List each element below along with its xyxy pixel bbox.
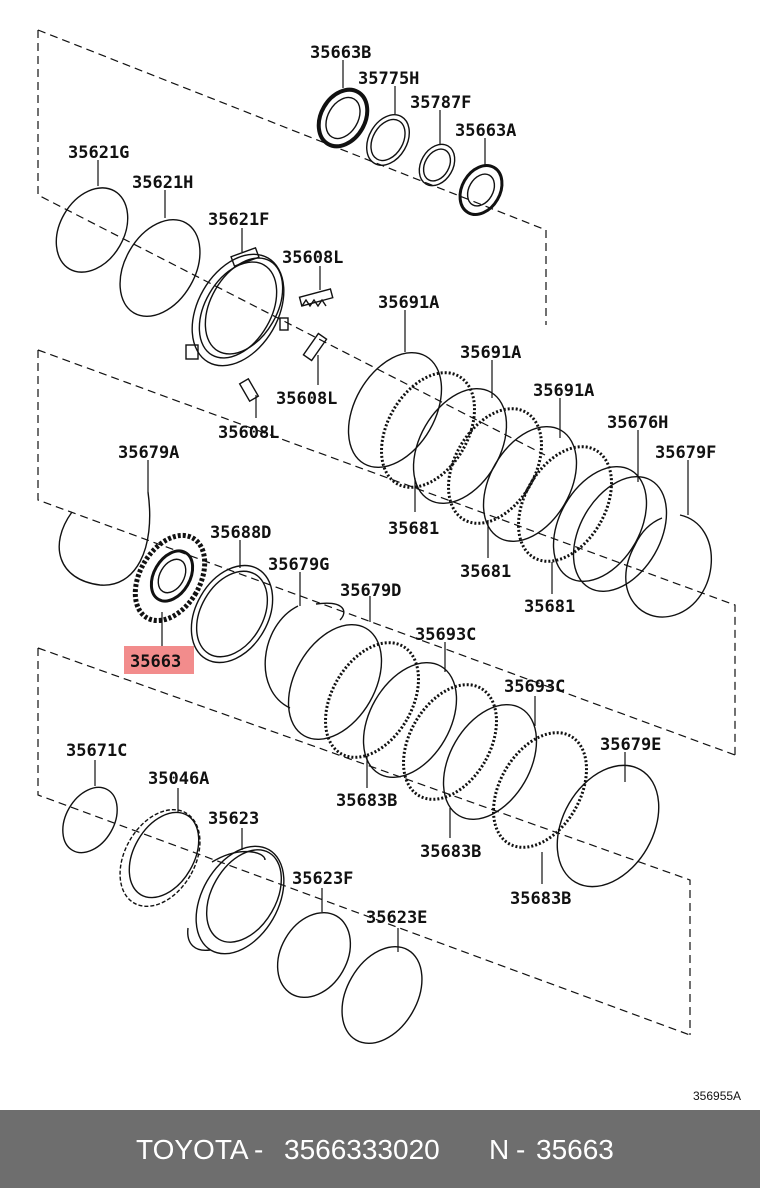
n-value: 35663 bbox=[536, 1134, 614, 1165]
highlight-box-35663 bbox=[124, 646, 194, 674]
callout-35683B-1: 35683B bbox=[336, 791, 397, 811]
seal-35621H bbox=[119, 218, 201, 318]
callout-35623F: 35623F bbox=[292, 869, 353, 889]
seal-35623E bbox=[341, 945, 423, 1045]
callout-35663A: 35663A bbox=[455, 121, 516, 141]
ring-35663A bbox=[458, 164, 504, 216]
plates-35691A-35681 bbox=[347, 352, 668, 592]
callout-35623E: 35623E bbox=[366, 908, 427, 928]
ring-35663B bbox=[316, 87, 370, 149]
brand-name: TOYOTA bbox=[136, 1134, 249, 1165]
snap-ring-35679D bbox=[315, 602, 345, 621]
ring-35688D bbox=[190, 564, 274, 664]
callout-35693C-1: 35693C bbox=[415, 625, 476, 645]
callout-35691A-3: 35691A bbox=[533, 381, 594, 401]
callout-35679A: 35679A bbox=[118, 443, 179, 463]
callout-35608L-3: 35608L bbox=[218, 423, 279, 443]
callout-35683B-3: 35683B bbox=[510, 889, 571, 909]
spring-35608L-a bbox=[298, 288, 334, 308]
snap-ring-35679G bbox=[264, 605, 299, 709]
callout-35683B-2: 35683B bbox=[420, 842, 481, 862]
seal-35621G bbox=[55, 187, 129, 273]
one-way-clutch-35046A bbox=[119, 808, 201, 908]
callout-35681-3: 35681 bbox=[524, 597, 575, 617]
group-boundary-middle bbox=[37, 349, 736, 756]
parts-diagram: 35663B 35775H 35787F 35663A 35621G 35621… bbox=[37, 29, 741, 1103]
leader-lines bbox=[94, 60, 689, 952]
callout-35681-1: 35681 bbox=[388, 519, 439, 539]
callout-35775H: 35775H bbox=[358, 69, 419, 89]
group-boundary-top bbox=[37, 29, 547, 456]
ring-35775H bbox=[366, 114, 410, 166]
callout-35693C-2: 35693C bbox=[504, 677, 565, 697]
n-separator: - bbox=[516, 1134, 526, 1165]
plates-35693C-35683B bbox=[287, 624, 660, 888]
hub-35663 bbox=[132, 532, 208, 624]
callout-35623: 35623 bbox=[208, 809, 259, 829]
brand-separator: - bbox=[254, 1134, 264, 1165]
n-label: N bbox=[489, 1134, 510, 1165]
callout-35621H: 35621H bbox=[132, 173, 193, 193]
callout-35608L-1: 35608L bbox=[282, 248, 343, 268]
callout-35663: 35663 bbox=[130, 652, 181, 672]
callout-35679E: 35679E bbox=[600, 735, 661, 755]
callout-35608L-2: 35608L bbox=[276, 389, 337, 409]
callout-35787F: 35787F bbox=[410, 93, 471, 113]
callout-35679G: 35679G bbox=[268, 555, 329, 575]
callout-35688D: 35688D bbox=[210, 523, 271, 543]
callout-35681-2: 35681 bbox=[460, 562, 511, 582]
callout-35663B: 35663B bbox=[310, 43, 371, 63]
callout-35621F: 35621F bbox=[208, 210, 269, 230]
clutch-drum-35623 bbox=[187, 845, 285, 955]
callout-labels: 35663B 35775H 35787F 35663A 35621G 35621… bbox=[66, 43, 741, 1103]
ring-35787F bbox=[418, 143, 456, 187]
part-number: 3566333020 bbox=[284, 1134, 440, 1165]
callout-35621G: 35621G bbox=[68, 143, 129, 163]
drawing-reference-code: 356955A bbox=[693, 1089, 741, 1103]
callout-35679D: 35679D bbox=[340, 581, 401, 601]
callout-35046A: 35046A bbox=[148, 769, 209, 789]
callout-35676H: 35676H bbox=[607, 413, 668, 433]
group-boundary-bottom bbox=[37, 647, 691, 1036]
snap-ring-35671C bbox=[62, 786, 118, 854]
callout-35691A-2: 35691A bbox=[460, 343, 521, 363]
callout-35691A-1: 35691A bbox=[378, 293, 439, 313]
exploded-view-drawing: 35663B 35775H 35787F 35663A 35621G 35621… bbox=[37, 29, 741, 1103]
snap-ring-35679F bbox=[625, 514, 713, 618]
snap-ring-35679A bbox=[58, 491, 151, 586]
piston-35621F bbox=[185, 246, 289, 367]
callout-35671C: 35671C bbox=[66, 741, 127, 761]
spring-35608L-b bbox=[302, 332, 328, 362]
spring-35608L-c bbox=[238, 377, 260, 403]
callout-35679F: 35679F bbox=[655, 443, 716, 463]
part-info-footer: TOYOTA - 3566333020 N - 35663 bbox=[0, 1110, 760, 1188]
seal-35623F bbox=[276, 911, 352, 999]
